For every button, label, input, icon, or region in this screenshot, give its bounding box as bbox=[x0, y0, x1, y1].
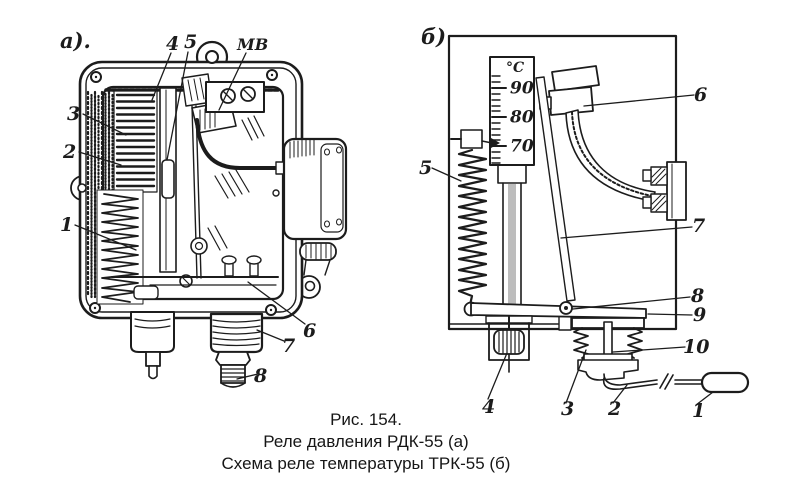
callout-10: 10 bbox=[683, 336, 709, 358]
bimetal-head-body bbox=[548, 86, 594, 116]
right-ear-hole bbox=[304, 280, 316, 292]
capillary-and-bulb bbox=[602, 371, 750, 394]
threaded-fitting bbox=[220, 364, 246, 384]
left-bellows-housing bbox=[130, 311, 175, 353]
terminal-bolt bbox=[221, 255, 237, 277]
scale-90: 90 bbox=[510, 79, 534, 99]
terminal-bolt bbox=[246, 255, 262, 277]
figure-caption: Рис. 154. Реле давления РДК-55 (а) Схема… bbox=[0, 409, 732, 475]
scale-70: 70 bbox=[510, 137, 534, 157]
panel-b-label: б) bbox=[421, 24, 446, 49]
relay-a-drawing: а). 3 2 1 4 5 МВ 6 7 8 bbox=[60, 28, 348, 388]
callout-7: 7 bbox=[282, 335, 295, 357]
callout-3: 3 bbox=[561, 398, 574, 420]
caption-title-b: Схема реле температуры ТРК-55 (б) bbox=[221, 454, 511, 473]
thermo-bulb bbox=[700, 371, 750, 394]
right-bellows-housing bbox=[209, 312, 264, 354]
thermostat-b-labels: б) 5 6 7 8 9 10 4 3 2 1 bbox=[419, 24, 709, 422]
callout-5: 5 bbox=[419, 157, 432, 179]
spring-adjuster bbox=[460, 129, 483, 149]
microswitch-label: МВ bbox=[236, 35, 268, 54]
bellows-base bbox=[577, 359, 639, 381]
top-ear-hole bbox=[205, 50, 219, 64]
callout-9: 9 bbox=[693, 304, 706, 326]
tilted-rod bbox=[535, 76, 576, 302]
bimetal-head-top bbox=[551, 65, 600, 92]
left-ear-hole bbox=[77, 183, 87, 193]
callout-2: 2 bbox=[607, 398, 621, 420]
thermostat-b-leader-lines bbox=[431, 94, 714, 406]
mount-bracket bbox=[642, 161, 687, 221]
callout-3: 3 bbox=[67, 103, 80, 125]
setpoint-arrow bbox=[491, 138, 500, 148]
microswitch-body bbox=[282, 137, 348, 241]
lever-assembly bbox=[463, 76, 647, 373]
relay-a-labels: а). 3 2 1 4 5 МВ 6 7 8 bbox=[60, 28, 316, 387]
callout-8: 8 bbox=[253, 365, 267, 387]
callout-8: 8 bbox=[690, 285, 704, 307]
setpoint-spring bbox=[450, 129, 500, 307]
caption-title-a: Реле давления РДК-55 (а) bbox=[263, 432, 469, 451]
callout-4: 4 bbox=[482, 396, 495, 418]
callout-5: 5 bbox=[184, 31, 197, 53]
callout-2: 2 bbox=[62, 141, 76, 163]
thermometer-scale: °C 90 80 70 bbox=[489, 56, 535, 307]
thermostat-b-drawing: °C 90 80 70 bbox=[419, 24, 750, 422]
fitting-collar bbox=[215, 351, 251, 366]
callout-4: 4 bbox=[166, 33, 179, 55]
relay-a-side-microswitch bbox=[272, 137, 348, 276]
panel-a-label: а). bbox=[60, 28, 91, 53]
relay-a-leader-lines bbox=[74, 51, 306, 380]
callout-1: 1 bbox=[692, 400, 705, 422]
callout-6: 6 bbox=[303, 320, 316, 342]
bellows-rod bbox=[603, 321, 613, 357]
scale-80: 80 bbox=[509, 108, 534, 128]
caption-figure-number: Рис. 154. bbox=[330, 410, 402, 429]
main-spring bbox=[101, 193, 139, 303]
latch bbox=[161, 159, 175, 199]
relay-a-bellows bbox=[130, 311, 264, 388]
bellows-assembly bbox=[571, 317, 645, 381]
scale-unit: °C bbox=[506, 60, 524, 76]
adjusting-nut bbox=[299, 242, 337, 261]
setpoint-spring-coil bbox=[457, 148, 488, 307]
callout-6: 6 bbox=[694, 84, 707, 106]
callout-7: 7 bbox=[692, 215, 705, 237]
relay-a-interior bbox=[86, 85, 289, 305]
callout-1: 1 bbox=[60, 214, 73, 236]
